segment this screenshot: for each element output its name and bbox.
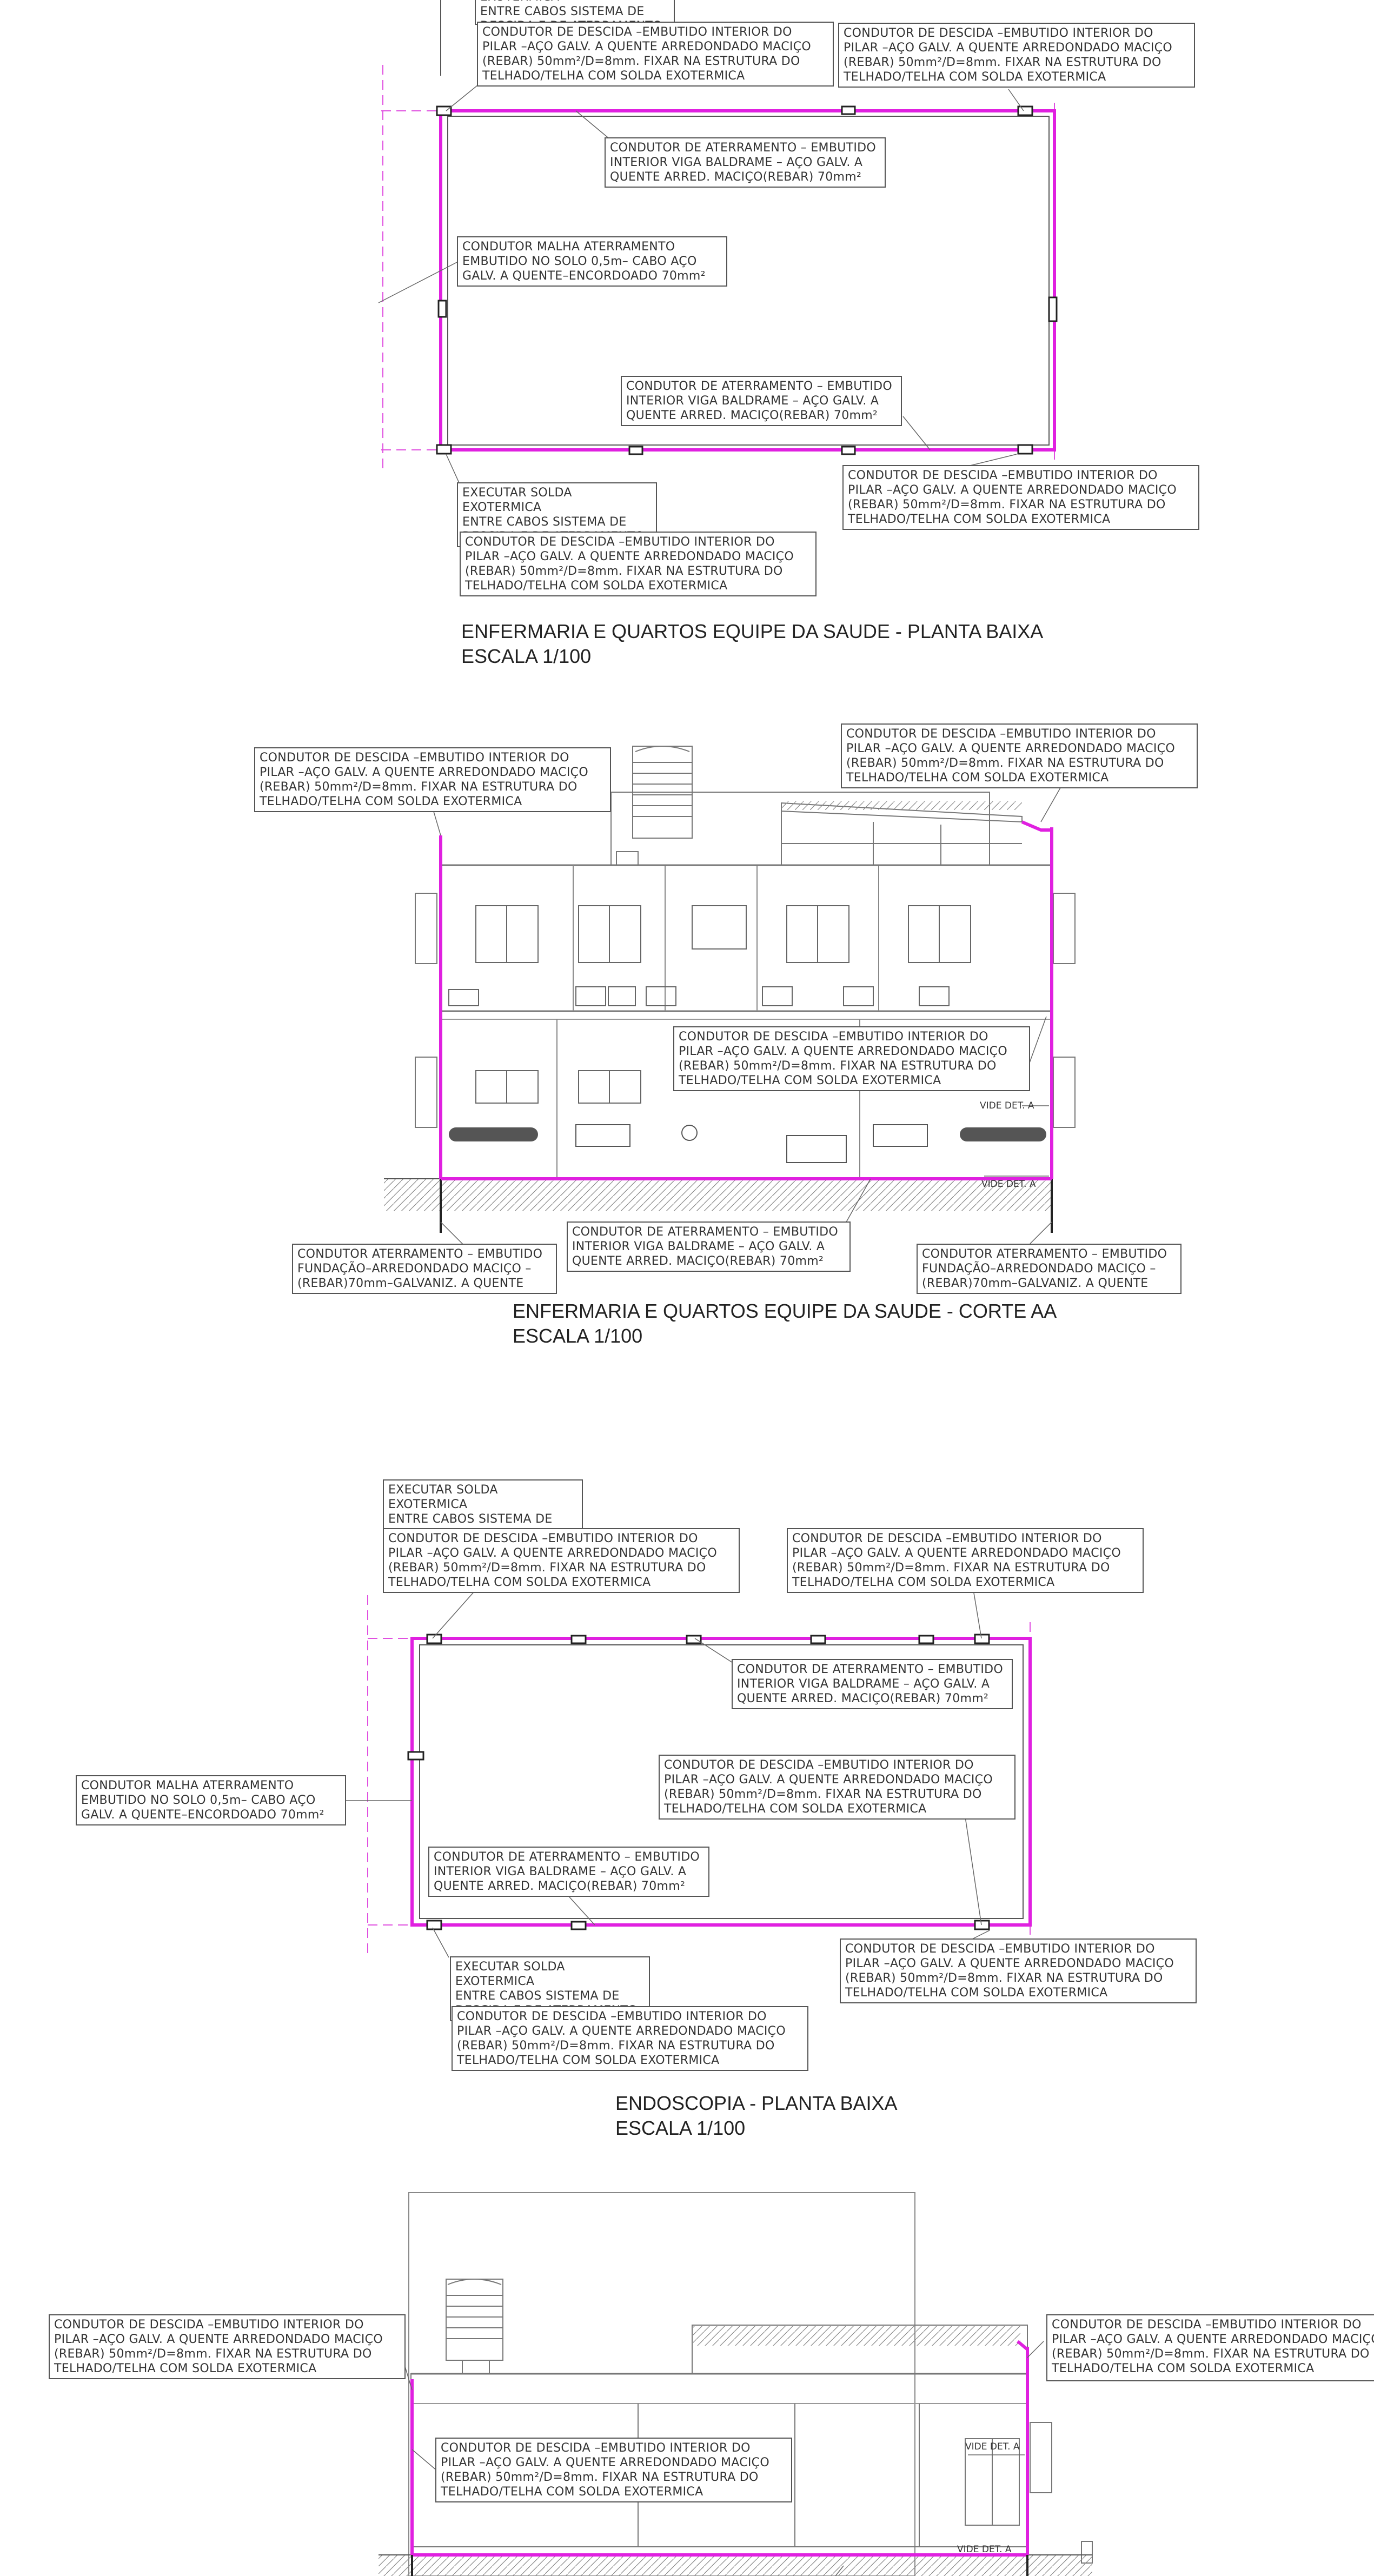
note-aterramento-p3-top: CONDUTOR DE ATERRAMENTO – EMBUTIDO INTER… (732, 1659, 1013, 1709)
note-descida-s2-right: CONDUTOR DE DESCIDA –EMBUTIDO INTERIOR D… (1046, 2314, 1374, 2381)
note-descida-p1-topright: CONDUTOR DE DESCIDA –EMBUTIDO INTERIOR D… (838, 23, 1195, 88)
note-descida-p1-topleft: CONDUTOR DE DESCIDA –EMBUTIDO INTERIOR D… (477, 22, 834, 87)
note-descida-p3-topright: CONDUTOR DE DESCIDA –EMBUTIDO INTERIOR D… (787, 1528, 1144, 1593)
note-malha-p1: CONDUTOR MALHA ATERRAMENTO EMBUTIDO NO S… (457, 236, 727, 287)
title-enfermaria-corte: ENFERMARIA E QUARTOS EQUIPE DA SAUDE - C… (513, 1299, 1057, 1349)
scale-line: ESCALA 1/100 (615, 2117, 746, 2139)
title-line: ENDOSCOPIA - PLANTA BAIXA (615, 2092, 898, 2114)
note-malha-p3: CONDUTOR MALHA ATERRAMENTO EMBUTIDO NO S… (76, 1775, 346, 1825)
note-descida-p3-topleft: CONDUTOR DE DESCIDA –EMBUTIDO INTERIOR D… (383, 1528, 740, 1593)
note-descida-s1-right: CONDUTOR DE DESCIDA –EMBUTIDO INTERIOR D… (841, 723, 1198, 788)
plan-enfermaria (378, 0, 1058, 484)
note-descida-s2-left: CONDUTOR DE DESCIDA –EMBUTIDO INTERIOR D… (49, 2314, 406, 2379)
vide-det-label-4: VIDE DET. A (957, 2544, 1012, 2555)
scale-line: ESCALA 1/100 (513, 1325, 643, 1347)
note-aterramento-p1-mid: CONDUTOR DE ATERRAMENTO – EMBUTIDO INTER… (621, 376, 902, 426)
note-descida-p3-bottomright: CONDUTOR DE DESCIDA –EMBUTIDO INTERIOR D… (840, 1938, 1197, 2003)
note-descida-p1-bottomright: CONDUTOR DE DESCIDA –EMBUTIDO INTERIOR D… (842, 465, 1199, 530)
note-descida-p3-mid: CONDUTOR DE DESCIDA –EMBUTIDO INTERIOR D… (659, 1755, 1015, 1820)
vide-det-label-2: VIDE DET. A (981, 1179, 1036, 1190)
note-descida-p3-bottomleft: CONDUTOR DE DESCIDA –EMBUTIDO INTERIOR D… (452, 2006, 808, 2071)
section-enfermaria (384, 746, 1076, 1247)
note-descida-s1-left: CONDUTOR DE DESCIDA –EMBUTIDO INTERIOR D… (254, 747, 611, 812)
vide-det-label-1: VIDE DET. A (980, 1100, 1034, 1111)
title-endoscopia-planta: ENDOSCOPIA - PLANTA BAIXA ESCALA 1/100 (615, 2091, 898, 2141)
note-fundacao-s1-right: CONDUTOR ATERRAMENTO – EMBUTIDO FUNDAÇÃO… (917, 1244, 1181, 1294)
title-line: ENFERMARIA E QUARTOS EQUIPE DA SAUDE - C… (513, 1300, 1057, 1322)
title-line: ENFERMARIA E QUARTOS EQUIPE DA SAUDE - P… (461, 620, 1044, 642)
note-fundacao-s1-left: CONDUTOR ATERRAMENTO – EMBUTIDO FUNDAÇÃO… (292, 1244, 557, 1294)
note-descida-s2-mid: CONDUTOR DE DESCIDA –EMBUTIDO INTERIOR D… (435, 2438, 792, 2502)
title-enfermaria-planta: ENFERMARIA E QUARTOS EQUIPE DA SAUDE - P… (461, 619, 1043, 669)
note-aterramento-p3-left: CONDUTOR DE ATERRAMENTO – EMBUTIDO INTER… (428, 1847, 709, 1897)
scale-line: ESCALA 1/100 (461, 645, 592, 667)
note-descida-s1-mid: CONDUTOR DE DESCIDA –EMBUTIDO INTERIOR D… (673, 1026, 1030, 1091)
note-aterramento-p1-top: CONDUTOR DE ATERRAMENTO – EMBUTIDO INTER… (605, 137, 886, 188)
section-endoscopia (379, 2192, 1093, 2576)
vide-det-label-3: VIDE DET. A (965, 2441, 1020, 2452)
note-descida-p1-bottomleft: CONDUTOR DE DESCIDA –EMBUTIDO INTERIOR D… (460, 532, 817, 596)
plan-endoscopia (338, 1589, 1032, 1958)
note-aterramento-s1: CONDUTOR DE ATERRAMENTO – EMBUTIDO INTER… (567, 1221, 851, 1272)
